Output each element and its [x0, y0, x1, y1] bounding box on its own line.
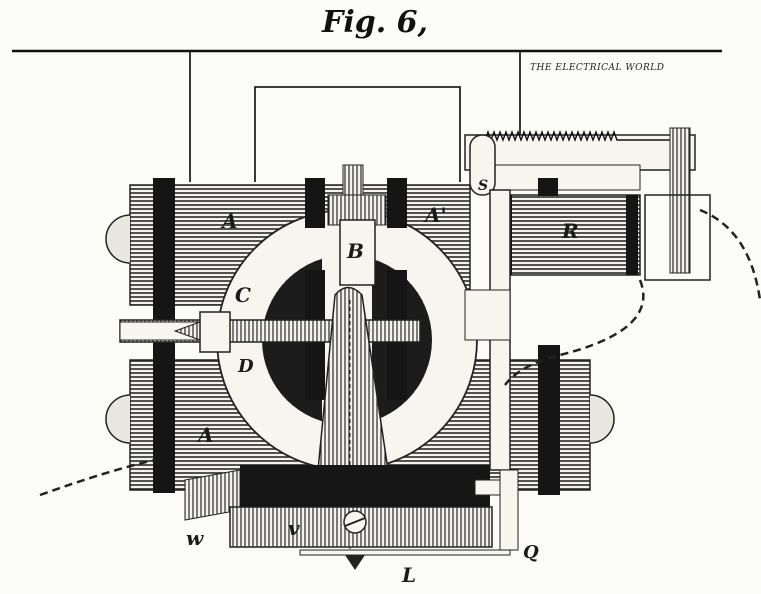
circuit-wires: [39, 208, 761, 497]
wheel: [184, 465, 511, 570]
part-labels: A A' B C D A R S w v L Q: [186, 178, 579, 587]
label-l: L: [401, 563, 416, 587]
relay-assembly: [464, 127, 711, 551]
label-w: w: [186, 526, 204, 550]
label-a-prime: A': [423, 203, 447, 227]
figure-title: Fig. 6,: [321, 5, 428, 40]
label-a-upper: A: [220, 209, 238, 233]
label-b: B: [346, 239, 364, 263]
label-v: v: [288, 516, 300, 540]
label-c: C: [235, 283, 251, 307]
label-s: S: [478, 178, 488, 194]
credit-text: THE ELECTRICAL WORLD: [530, 63, 664, 73]
label-q: Q: [523, 542, 539, 563]
block-b: [327, 164, 387, 286]
label-r: R: [561, 219, 579, 243]
label-d: D: [237, 356, 254, 377]
cone-spindle: [317, 286, 389, 560]
label-a-lower: A: [196, 423, 214, 447]
